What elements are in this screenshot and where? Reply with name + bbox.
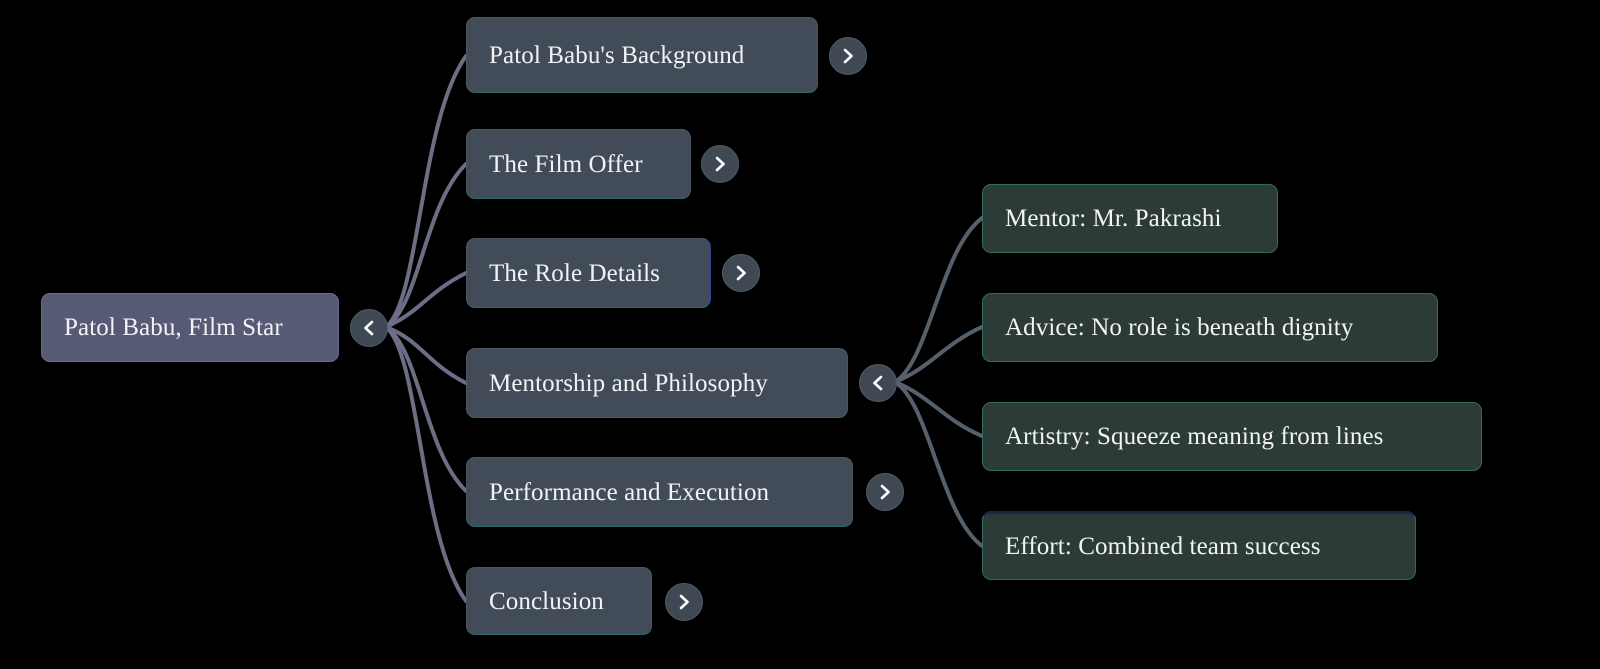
node-leaf-label: Artistry: Squeeze meaning from lines — [1005, 423, 1384, 450]
toggle-the-role-details[interactable] — [722, 254, 760, 292]
edge-root-to-performance — [384, 325, 468, 493]
chevron-right-icon — [679, 594, 689, 610]
toggle-performance-and-execution[interactable] — [866, 473, 904, 511]
edge-mentorship-to-advice — [893, 325, 984, 384]
node-branch-label: The Film Offer — [489, 150, 643, 178]
node-root[interactable]: Patol Babu, Film Star — [41, 293, 339, 362]
edge-root-to-conclusion — [384, 325, 468, 603]
node-leaf-mentor[interactable]: Mentor: Mr. Pakrashi — [982, 184, 1278, 253]
chevron-right-icon — [843, 48, 853, 64]
node-branch-the-role-details[interactable]: The Role Details — [466, 238, 711, 308]
node-branch-performance-and-execution[interactable]: Performance and Execution — [466, 457, 853, 527]
node-branch-mentorship-and-philosophy[interactable]: Mentorship and Philosophy — [466, 348, 848, 418]
node-leaf-label: Advice: No role is beneath dignity — [1005, 314, 1354, 341]
edges-level-1 — [384, 54, 468, 603]
chevron-right-icon — [880, 484, 890, 500]
node-leaf-advice[interactable]: Advice: No role is beneath dignity — [982, 293, 1438, 362]
edge-mentorship-to-mentor — [893, 216, 984, 384]
toggle-the-film-offer[interactable] — [701, 145, 739, 183]
node-branch-label: Mentorship and Philosophy — [489, 369, 768, 397]
edges-level-2 — [893, 216, 984, 548]
edge-mentorship-to-artistry — [893, 380, 984, 438]
edge-root-to-role-details — [384, 271, 468, 329]
node-leaf-artistry[interactable]: Artistry: Squeeze meaning from lines — [982, 402, 1482, 471]
node-leaf-label: Mentor: Mr. Pakrashi — [1005, 205, 1222, 232]
node-branch-patol-babus-background[interactable]: Patol Babu's Background — [466, 17, 818, 93]
node-branch-conclusion[interactable]: Conclusion — [466, 567, 652, 635]
node-root-label: Patol Babu, Film Star — [64, 314, 283, 341]
edge-root-to-background — [384, 54, 468, 329]
node-leaf-label: Effort: Combined team success — [1005, 533, 1321, 560]
node-branch-label: Performance and Execution — [489, 478, 770, 506]
toggle-mentorship-and-philosophy[interactable] — [859, 364, 897, 402]
toggle-root[interactable] — [350, 309, 388, 347]
edge-root-to-film-offer — [384, 162, 468, 329]
node-branch-label: Patol Babu's Background — [489, 41, 745, 69]
chevron-left-icon — [873, 375, 883, 391]
node-leaf-effort[interactable]: Effort: Combined team success — [982, 511, 1416, 580]
node-branch-the-film-offer[interactable]: The Film Offer — [466, 129, 691, 199]
chevron-left-icon — [364, 320, 374, 336]
edge-mentorship-to-effort — [893, 380, 984, 548]
edge-root-to-mentorship — [384, 325, 468, 385]
chevron-right-icon — [736, 265, 746, 281]
node-branch-label: The Role Details — [489, 259, 660, 287]
chevron-right-icon — [715, 156, 725, 172]
node-branch-label: Conclusion — [489, 587, 604, 615]
toggle-patol-babus-background[interactable] — [829, 37, 867, 75]
toggle-conclusion[interactable] — [665, 583, 703, 621]
